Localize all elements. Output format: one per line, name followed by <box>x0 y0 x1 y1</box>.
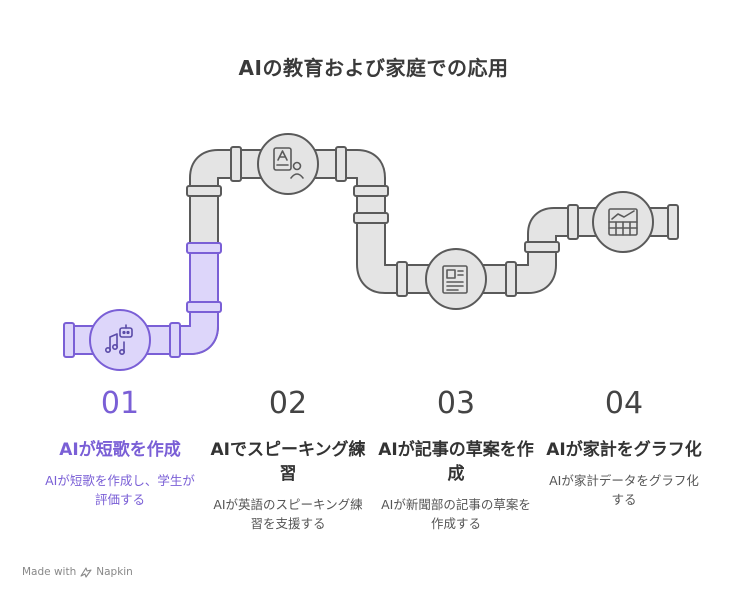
step-node-3 <box>425 248 487 310</box>
made-with-label: Made with <box>22 566 77 578</box>
napkin-logo-icon <box>80 567 92 578</box>
made-with-footer[interactable]: Made with Napkin <box>22 566 133 578</box>
step-node-1 <box>89 309 151 371</box>
pipe-joints <box>63 146 679 358</box>
language-tutor-icon <box>273 147 304 179</box>
step-heading: AIが家計をグラフ化 <box>546 440 702 460</box>
page-title: AIの教育および家庭での応用 <box>238 56 509 80</box>
step-number: 03 <box>436 386 476 421</box>
step-description: AIが家計データをグラフ化する <box>549 473 699 507</box>
step-number: 01 <box>100 386 140 421</box>
step-heading: AIでスピーキング練習 <box>210 440 366 484</box>
step-heading: AIが短歌を作成 <box>59 440 181 460</box>
pipe-body <box>165 149 672 355</box>
step-description: AIが新聞部の記事の草案を作成する <box>381 497 531 531</box>
step-03: 03 AIが記事の草案を作成 AIが新聞部の記事の草案を作成する <box>376 386 536 533</box>
napkin-brand-label: Napkin <box>96 566 133 578</box>
step-node-2 <box>257 133 319 195</box>
step-node-4 <box>592 191 654 253</box>
step-04: 04 AIが家計をグラフ化 AIが家計データをグラフ化する <box>544 386 704 509</box>
pipe-body-fill <box>165 151 672 353</box>
step-heading: AIが記事の草案を作成 <box>378 440 534 484</box>
step-description: AIが英語のスピーキング練習を支援する <box>213 497 363 531</box>
robot-music-icon <box>105 324 133 355</box>
step-number: 02 <box>268 386 308 421</box>
newspaper-icon <box>442 265 468 294</box>
step-description: AIが短歌を作成し、学生が評価する <box>45 473 195 507</box>
step-02: 02 AIでスピーキング練習 AIが英語のスピーキング練習を支援する <box>208 386 368 533</box>
pipe-active-segment-fill <box>68 250 217 353</box>
spreadsheet-chart-icon <box>608 208 638 236</box>
step-01: 01 AIが短歌を作成 AIが短歌を作成し、学生が評価する <box>40 386 200 509</box>
step-number: 04 <box>604 386 644 421</box>
